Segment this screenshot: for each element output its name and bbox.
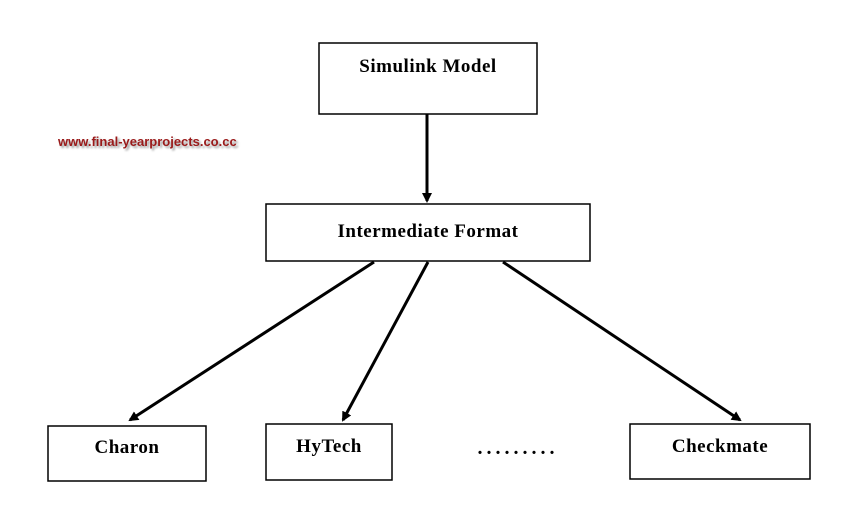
node-checkmate: Checkmate (629, 423, 811, 480)
node-hytech: HyTech (265, 423, 393, 481)
edge-intermediate-to-checkmate (502, 260, 742, 422)
node-charon: Charon (47, 425, 207, 482)
node-label: Checkmate (672, 436, 768, 457)
node-label: Charon (95, 437, 160, 458)
node-intermediate-format: Intermediate Format (265, 203, 591, 262)
node-label: Intermediate Format (338, 221, 519, 242)
node-label: HyTech (296, 436, 362, 457)
node-label: Simulink Model (359, 56, 496, 77)
edge-intermediate-to-hytech (341, 261, 430, 422)
edge-intermediate-to-charon (128, 260, 375, 422)
watermark-text: www.final-yearprojects.co.cc (58, 134, 237, 149)
ellipsis-more-tools: ......... (478, 437, 559, 459)
node-simulink-model: Simulink Model (318, 42, 538, 115)
